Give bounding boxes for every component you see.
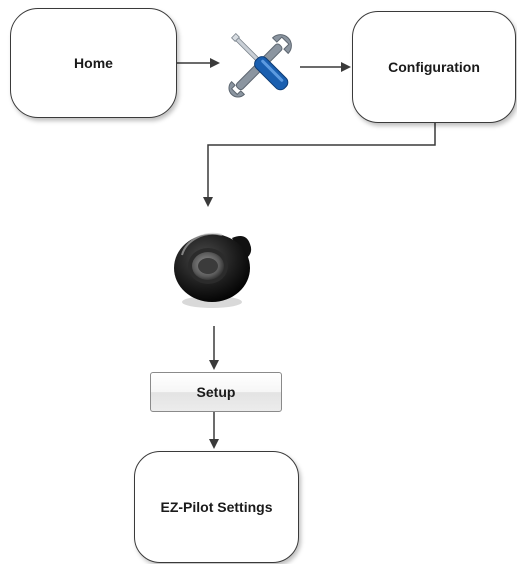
ez-pilot-settings-label: EZ-Pilot Settings xyxy=(160,499,273,515)
setup-label: Setup xyxy=(196,384,236,400)
arrow-configuration-to-device xyxy=(203,123,436,207)
home-label: Home xyxy=(74,55,113,71)
ez-pilot-settings-node[interactable]: EZ-Pilot Settings xyxy=(134,451,299,563)
home-node[interactable]: Home xyxy=(10,8,177,118)
configuration-node[interactable]: Configuration xyxy=(352,11,516,123)
setup-button[interactable]: Setup xyxy=(150,372,282,412)
configuration-label: Configuration xyxy=(388,59,480,75)
